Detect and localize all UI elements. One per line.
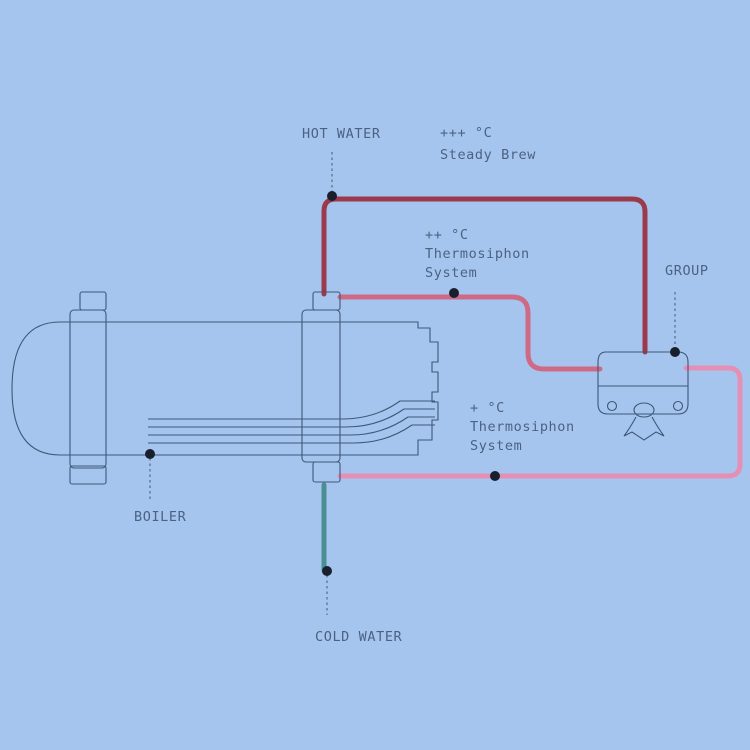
steady-brew-temp: +++ °C (440, 125, 493, 141)
lower-thermosiphon-label: + °C Thermosiphon System (470, 399, 575, 456)
upper-thermosiphon-label: ++ °C Thermosiphon System (425, 226, 530, 283)
group-node (670, 347, 680, 357)
group-head (597, 351, 689, 441)
group-head-body (597, 351, 689, 415)
hot-water-node (327, 191, 337, 201)
nodes (145, 191, 680, 576)
boiler-node (145, 449, 155, 459)
lower-thermosiphon-temp: + °C (470, 400, 505, 416)
upper-thermosiphon-line2: System (425, 265, 478, 281)
hot-water-label: HOT WATER (302, 126, 381, 142)
hot-water-pipe (321, 196, 648, 355)
lower-thermosiphon-line1: Thermosiphon (470, 419, 575, 435)
boiler-body (11, 321, 439, 456)
group-head-left-screw (606, 400, 618, 412)
cold-water-node (322, 566, 332, 576)
lower-thermosiphon-node (490, 471, 500, 481)
upper-thermosiphon-line1: Thermosiphon (425, 246, 530, 262)
steady-brew-name: Steady Brew (440, 147, 537, 163)
leader-lines (149, 152, 676, 615)
upper-thermosiphon-node (449, 288, 459, 298)
boiler (11, 291, 439, 485)
boiler-left-flange (69, 309, 107, 469)
upper-thermosiphon-temp: ++ °C (425, 227, 469, 243)
heat-exchanger-tubes (148, 400, 435, 444)
group-label: GROUP (665, 263, 709, 279)
group-head-right-screw (672, 400, 684, 412)
boiler-label: BOILER (134, 509, 187, 525)
group-head-portafilter-spout (623, 416, 665, 441)
lower-thermosiphon-line2: System (470, 438, 523, 454)
boiler-right-flange (301, 309, 341, 463)
boiler-right-bracket-top (312, 291, 341, 311)
pipes (321, 196, 743, 573)
cold-water-label: COLD WATER (315, 629, 403, 645)
boiler-left-bracket-bottom (69, 465, 107, 485)
steady-brew-label: +++ °C Steady Brew (440, 124, 536, 165)
boiler-right-bracket-bottom (312, 461, 341, 483)
upper-thermosiphon-pipe (337, 294, 603, 372)
group-head-center (633, 402, 655, 418)
boiler-left-bracket-top (79, 291, 107, 311)
lower-thermosiphon-pipe (337, 365, 743, 479)
